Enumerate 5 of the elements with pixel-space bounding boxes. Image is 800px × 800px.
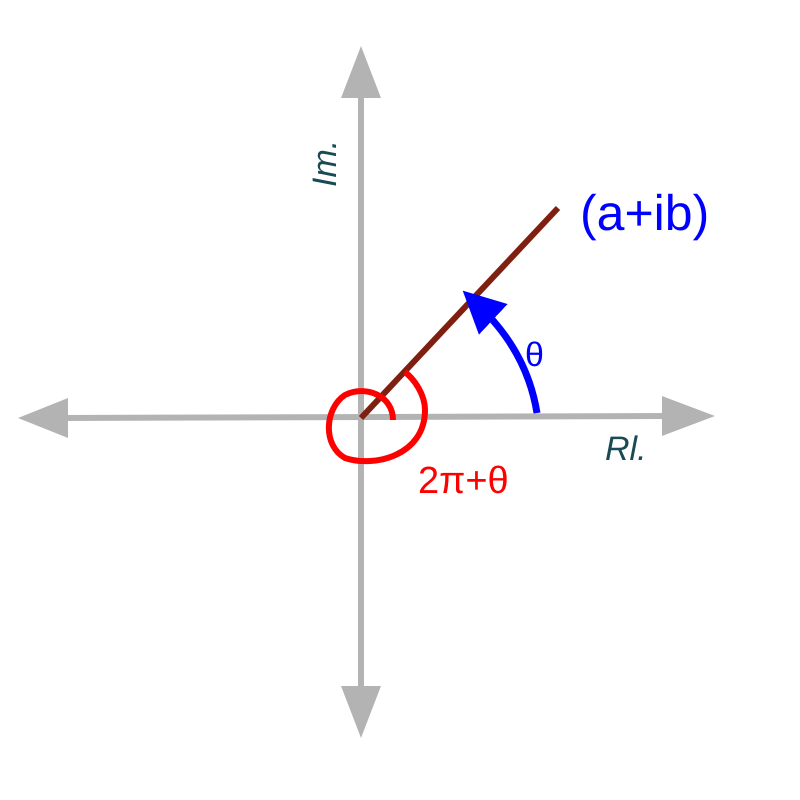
point-label: (a+ib) bbox=[580, 188, 710, 238]
angle-label: θ bbox=[525, 338, 544, 372]
axis-label: Im. bbox=[308, 140, 342, 187]
angle-label: 2π+θ bbox=[418, 462, 509, 500]
axis-label: Rl. bbox=[605, 432, 647, 466]
